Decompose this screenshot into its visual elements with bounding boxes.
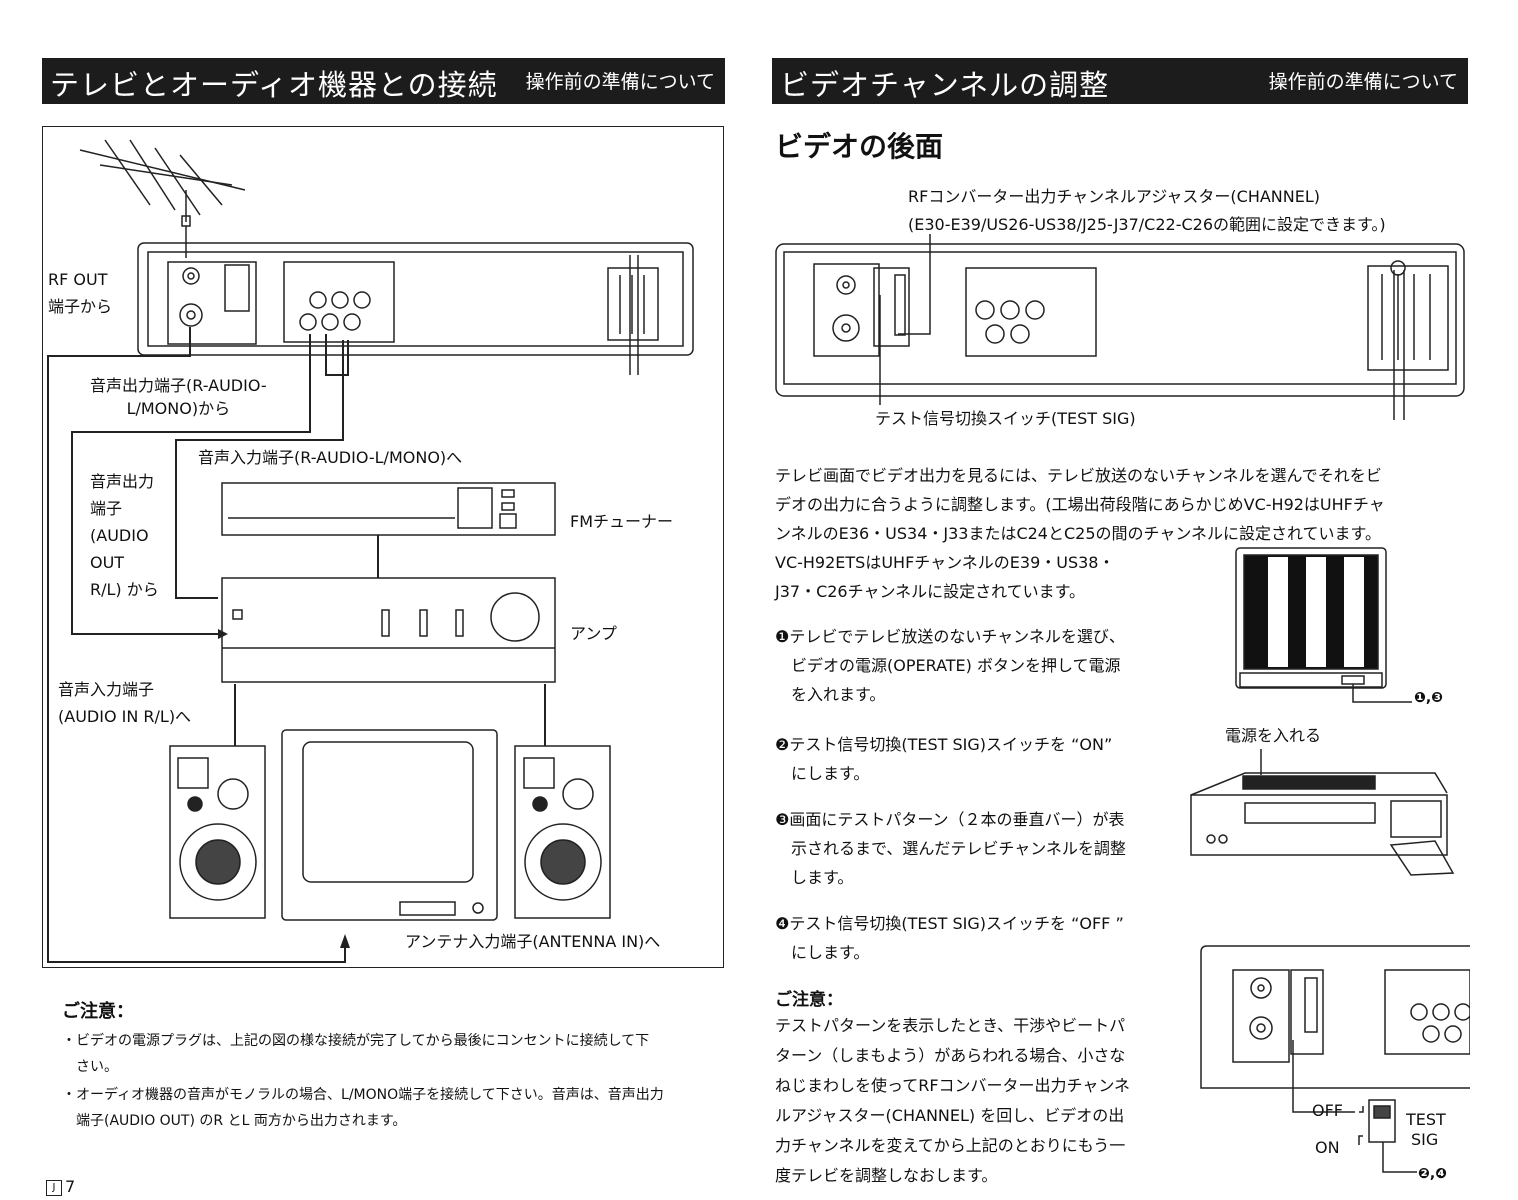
antenna-icon — [79, 139, 246, 258]
connection-diagram-frame — [42, 126, 724, 968]
right-header-title: ビデオチャンネルの調整 — [780, 68, 1110, 102]
television-device — [281, 729, 498, 921]
right-caution-title: ご注意： — [775, 990, 843, 1010]
right-speaker — [514, 745, 611, 919]
left-speaker — [169, 745, 266, 919]
label-rf-out: RF OUT 端子から — [48, 270, 113, 316]
switch-test-label: TEST — [1406, 1110, 1446, 1129]
switch-on-label: ON — [1315, 1138, 1340, 1157]
left-caution-title: ご注意： — [62, 1001, 134, 1022]
fm-tuner-device — [221, 482, 556, 536]
step-2: ❷テスト信号切換(TEST SIG)スイッチを “ON” にします。 — [775, 735, 1113, 783]
switch-off-label: OFF — [1312, 1101, 1343, 1120]
left-header-section: 操作前の準備について — [525, 71, 715, 93]
right-header-section: 操作前の準備について — [1268, 71, 1458, 93]
step-3: ❸画面にテストパターン（２本の垂直バー）が表 示されるまで、選んだテレビチャンネ… — [775, 810, 1126, 887]
switch-sig-label: SIG — [1411, 1130, 1439, 1149]
right-header: ビデオチャンネルの調整 操作前の準備について — [772, 58, 1468, 104]
vcr-rear-detail — [1200, 945, 1470, 1173]
connection-diagram — [47, 139, 694, 963]
vcr-front-illustration — [1190, 749, 1455, 876]
label-audio-out-r: 音声出力端子(R-AUDIO- L/MONO)から — [90, 376, 267, 418]
label-antenna-in: アンテナ入力端子(ANTENNA IN)へ — [405, 932, 661, 951]
page-mark: J — [52, 1182, 56, 1193]
page-number: 7 — [65, 1177, 76, 1196]
label-audio-out-rl: 音声出力 端子 (AUDIO OUT R/L) から — [90, 472, 159, 599]
switch-callout: ❷,❹ — [1418, 1166, 1448, 1182]
vcr-rear-diagram — [775, 234, 1465, 420]
label-audio-in-r: 音声入力端子(R-AUDIO-L/MONO)へ — [198, 448, 463, 467]
step-4: ❹テスト信号切換(TEST SIG)スイッチを “OFF ” にします。 — [775, 914, 1124, 962]
left-caution-2: ・オーディオ機器の音声がモノラルの場合、L/MONO端子を接続して下さい。音声は… — [62, 1087, 664, 1129]
channel-adjuster-label: RFコンバーター出力チャンネルアジャスター(CHANNEL) (E30-E39/… — [908, 187, 1386, 234]
vcr-rear-panel — [137, 242, 694, 375]
right-subtitle: ビデオの後面 — [775, 130, 944, 163]
arrows — [218, 629, 350, 948]
amplifier-device — [221, 577, 556, 683]
power-on-label: 電源を入れる — [1225, 726, 1322, 745]
label-fm-tuner: FMチューナー — [570, 512, 674, 531]
test-sig-label: テスト信号切換スイッチ(TEST SIG) — [875, 409, 1136, 428]
left-caution-1: ・ビデオの電源プラグは、上記の図の様な接続が完了してから最後にコンセントに接続し… — [62, 1033, 650, 1075]
cables — [47, 327, 546, 963]
tv-test-pattern-illustration — [1235, 547, 1412, 703]
label-audio-in-rl: 音声入力端子 (AUDIO IN R/L)へ — [58, 680, 192, 726]
intro-text: テレビ画面でビデオ出力を見るには、テレビ放送のないチャンネルを選んでそれをビ デ… — [775, 466, 1385, 601]
page-mark-icon: J — [46, 1180, 62, 1196]
tv-callout: ❶,❸ — [1414, 690, 1444, 706]
right-caution-text: テストパターンを表示したとき、干渉やビートパ ターン（しまもよう）があらわれる場… — [775, 1016, 1131, 1185]
left-header: テレビとオーディオ機器との接続 操作前の準備について — [42, 58, 725, 104]
label-amp: アンプ — [570, 624, 617, 643]
step-1: ❶テレビでテレビ放送のないチャンネルを選び、 ビデオの電源(OPERATE) ボ… — [775, 627, 1125, 704]
left-header-title: テレビとオーディオ機器との接続 — [50, 68, 498, 102]
